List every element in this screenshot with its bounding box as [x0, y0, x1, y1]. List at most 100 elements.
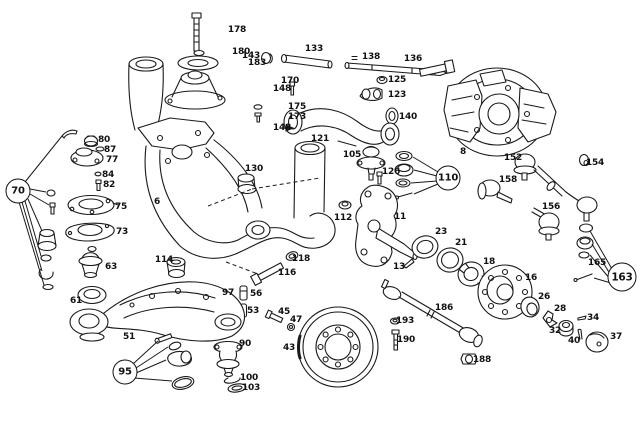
part-label-175[interactable]: 175 — [287, 102, 307, 112]
drag-link-end-art — [565, 191, 598, 222]
part-label-80[interactable]: 80 — [97, 135, 111, 145]
part-label-63[interactable]: 63 — [104, 262, 118, 272]
part-label-21[interactable]: 21 — [454, 238, 468, 248]
part-label-26[interactable]: 26 — [537, 292, 551, 302]
part-label-173[interactable]: 173 — [287, 112, 307, 122]
part-label-138[interactable]: 138 — [361, 52, 381, 62]
part-label-152[interactable]: 152 — [503, 153, 523, 163]
part-label-116[interactable]: 116 — [277, 268, 297, 278]
leader-line — [29, 193, 50, 206]
clip-138-art — [351, 55, 358, 61]
part-label-87[interactable]: 87 — [103, 145, 117, 155]
part-label-114[interactable]: 114 — [154, 255, 174, 265]
part-label-125[interactable]: 125 — [387, 75, 407, 85]
part-label-154[interactable]: 154 — [585, 158, 605, 168]
part-label-51[interactable]: 51 — [122, 332, 136, 342]
part-label-40[interactable]: 40 — [567, 336, 581, 346]
part-label-156[interactable]: 156 — [541, 202, 561, 212]
part-label-186[interactable]: 186 — [434, 303, 454, 313]
part-label-133[interactable]: 133 — [304, 44, 324, 54]
leader-line — [135, 359, 167, 374]
part-label-75[interactable]: 75 — [114, 202, 128, 212]
part-label-37[interactable]: 37 — [609, 332, 623, 342]
part-label-103[interactable]: 103 — [241, 383, 261, 393]
bolt-116-art — [250, 262, 285, 286]
part-label-34[interactable]: 34 — [586, 313, 600, 323]
bolt-45-art — [264, 309, 284, 324]
nut-80-art — [83, 135, 99, 148]
part-label-73[interactable]: 73 — [115, 227, 129, 237]
part-label-16[interactable]: 16 — [524, 273, 538, 283]
seal-23-art — [411, 235, 439, 259]
part-label-97[interactable]: 97 — [221, 288, 235, 298]
part-label-61[interactable]: 61 — [69, 296, 83, 306]
part-label-143[interactable]: 143 — [241, 51, 261, 61]
part-label-23[interactable]: 23 — [434, 227, 448, 237]
part-label-130[interactable]: 130 — [244, 164, 264, 174]
part-label-32[interactable]: 32 — [548, 326, 562, 336]
part-label-6[interactable]: 6 — [153, 197, 161, 207]
part-label-70[interactable]: 70 — [5, 178, 31, 204]
part-label-8[interactable]: 8 — [459, 147, 467, 157]
part-label-148-a[interactable]: 148 — [272, 84, 292, 94]
part-label-11[interactable]: 11 — [393, 212, 407, 222]
cotter-pin-40-art — [577, 328, 583, 340]
part-label-105[interactable]: 105 — [342, 150, 362, 160]
part-label-188[interactable]: 188 — [472, 355, 492, 365]
part-label-47[interactable]: 47 — [289, 315, 303, 325]
part-label-45[interactable]: 45 — [277, 307, 291, 317]
part-label-163[interactable]: 163 — [607, 262, 637, 292]
part-label-178[interactable]: 178 — [227, 25, 247, 35]
pin-56-art — [239, 285, 248, 301]
pin-148-art — [289, 81, 296, 96]
part-label-13[interactable]: 13 — [392, 262, 406, 272]
dashed-line — [225, 261, 259, 275]
part-label-95[interactable]: 95 — [112, 359, 138, 385]
subframe-art — [137, 117, 336, 259]
part-label-180[interactable]: 180 — [231, 47, 251, 57]
small-parts-175-173-art — [253, 104, 263, 123]
nut-193-art — [389, 317, 401, 325]
part-label-123[interactable]: 123 — [387, 90, 407, 100]
callout-arrow-icon — [280, 124, 295, 132]
leader-line — [21, 201, 43, 272]
part-label-90[interactable]: 90 — [238, 339, 252, 349]
part-label-190[interactable]: 190 — [396, 335, 416, 345]
part-label-193[interactable]: 193 — [395, 316, 415, 326]
part-label-100[interactable]: 100 — [239, 373, 259, 383]
ring-103-art — [227, 383, 247, 393]
part-label-126[interactable]: 126 — [381, 167, 401, 177]
kit-95-art — [154, 333, 195, 390]
tie-rod-end-152-art — [513, 153, 567, 197]
part-label-183[interactable]: 183 — [247, 58, 267, 68]
part-label-158[interactable]: 158 — [498, 175, 518, 185]
part-label-43[interactable]: 43 — [282, 343, 296, 353]
part-label-121[interactable]: 121 — [310, 134, 330, 144]
part-label-84[interactable]: 84 — [101, 170, 115, 180]
part-label-53[interactable]: 53 — [246, 306, 260, 316]
part-label-82[interactable]: 82 — [102, 180, 116, 190]
part-label-77[interactable]: 77 — [105, 155, 119, 165]
knuckle-art — [355, 184, 418, 267]
leader-line — [589, 254, 611, 280]
nut-112-art — [338, 200, 352, 210]
part-label-170[interactable]: 170 — [280, 76, 300, 86]
plate-73-art — [65, 222, 115, 242]
part-label-118[interactable]: 118 — [291, 254, 311, 264]
part-label-148-b[interactable]: 148 — [272, 123, 292, 133]
part-label-165[interactable]: 165 — [587, 258, 607, 268]
brake-disc-43-art — [297, 306, 379, 388]
part-label-28[interactable]: 28 — [553, 304, 567, 314]
steering-link-186-art — [380, 278, 483, 348]
part-label-112[interactable]: 112 — [333, 213, 353, 223]
part-label-110[interactable]: 110 — [435, 165, 461, 191]
bolt-190-art — [391, 329, 400, 351]
part-label-18[interactable]: 18 — [482, 257, 496, 267]
leader-line — [24, 135, 63, 183]
part-label-56[interactable]: 56 — [249, 289, 263, 299]
part-label-140[interactable]: 140 — [398, 112, 418, 122]
dashed-line — [207, 188, 253, 207]
seal-kit-110-art — [394, 150, 414, 200]
part-label-136[interactable]: 136 — [403, 54, 423, 64]
